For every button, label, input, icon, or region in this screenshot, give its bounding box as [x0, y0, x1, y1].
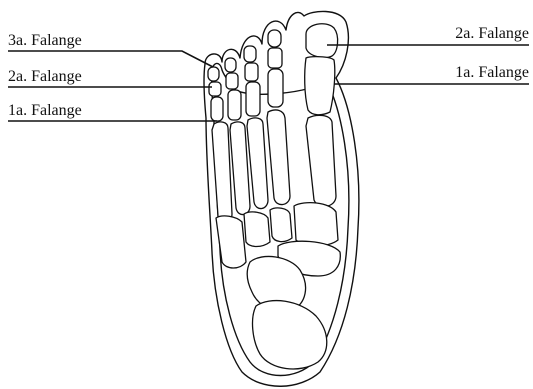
intermediate-cuneiform: [270, 208, 292, 242]
toe3-middle: [245, 63, 258, 81]
toe2-distal: [225, 58, 236, 72]
label-left-second-phalanx: 2a. Falange: [8, 68, 82, 85]
label-right-first-phalanx: 1a. Falange: [455, 64, 529, 81]
tarsals: [216, 203, 340, 369]
calcaneus: [253, 301, 327, 369]
label-left-first-phalanx: 1a. Falange: [8, 102, 82, 119]
toe4-middle: [268, 48, 282, 68]
toe5-distal: [306, 24, 338, 58]
toe2-proximal: [228, 90, 241, 120]
toe1-middle: [209, 82, 221, 96]
toe3-distal: [244, 46, 256, 62]
metatarsal-3: [247, 118, 268, 209]
metatarsal-5: [306, 115, 336, 206]
toe3-proximal: [246, 82, 260, 116]
label-right-second-phalanx: 2a. Falange: [455, 25, 529, 42]
lateral-cuneiform: [244, 212, 270, 247]
leader-left-third-phalanx: [8, 51, 213, 67]
medial-cuneiform: [294, 203, 338, 246]
toe1-proximal: [211, 97, 223, 121]
metatarsal-1: [212, 122, 232, 223]
toe4-distal: [268, 30, 281, 47]
phalanges: [208, 24, 338, 121]
toe2-middle: [226, 73, 238, 89]
toe5-proximal: [305, 57, 335, 115]
metatarsal-2: [230, 122, 250, 215]
label-left-third-phalanx: 3a. Falange: [8, 32, 82, 49]
toe1-distal: [208, 67, 219, 81]
toe4-proximal: [268, 69, 283, 107]
metatarsal-4: [267, 110, 290, 205]
